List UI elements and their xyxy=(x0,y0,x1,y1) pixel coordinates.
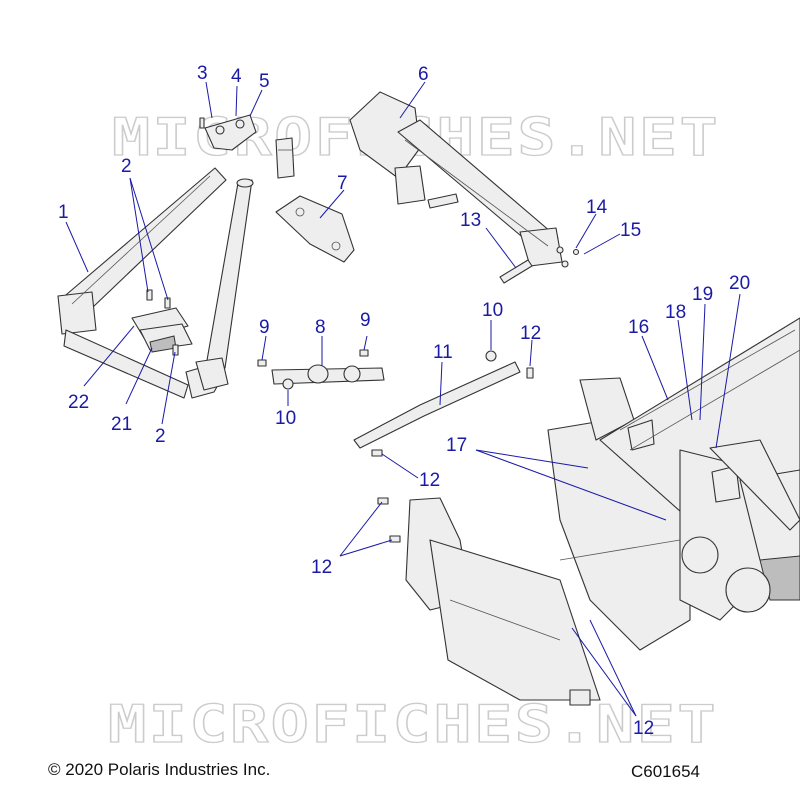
callout-17: 17 xyxy=(446,435,467,456)
callout-20: 20 xyxy=(729,273,750,294)
callout-10-left: 10 xyxy=(275,408,296,429)
part-right-vertical-tube xyxy=(195,178,254,391)
callout-3: 3 xyxy=(197,63,208,84)
part-11-link-bar xyxy=(353,361,521,449)
part-9-10-hardware xyxy=(257,349,497,390)
callouts: 1 2 2 3 4 5 6 7 8 9 9 10 10 11 12 12 12 … xyxy=(58,63,750,739)
callout-5: 5 xyxy=(259,71,270,92)
callout-13: 13 xyxy=(460,210,481,231)
part-12-bolts xyxy=(371,367,534,543)
callout-22: 22 xyxy=(68,392,89,413)
watermark-bottom: MICROFICHES.NET xyxy=(108,695,718,755)
callout-2-top: 2 xyxy=(121,156,132,177)
callout-18: 18 xyxy=(665,302,686,323)
leader-lines xyxy=(65,81,741,717)
callout-4: 4 xyxy=(231,66,242,87)
small-bracket xyxy=(427,193,459,209)
part-21-22-plates xyxy=(131,307,193,353)
callout-10-right: 10 xyxy=(482,300,503,321)
callout-14: 14 xyxy=(586,197,608,218)
part-14-15-nuts xyxy=(556,246,580,268)
callout-21: 21 xyxy=(111,414,132,435)
callout-12-d: 12 xyxy=(633,718,654,739)
callout-12-b: 12 xyxy=(419,470,440,491)
part-6-upper-frame xyxy=(349,91,563,267)
callout-12-a: 12 xyxy=(520,323,541,344)
callout-7: 7 xyxy=(337,173,348,194)
diagram-code: C601654 xyxy=(631,762,700,781)
callout-9-left: 9 xyxy=(259,317,270,338)
callout-6: 6 xyxy=(418,64,429,85)
callout-19: 19 xyxy=(692,284,713,305)
callout-11: 11 xyxy=(433,342,453,363)
callout-2-bottom: 2 xyxy=(155,426,166,447)
part-8-tie-rod xyxy=(271,364,385,385)
callout-12-c: 12 xyxy=(311,557,332,578)
callout-8: 8 xyxy=(315,317,326,338)
part-3-4-5-bracket xyxy=(199,114,257,151)
main-chassis xyxy=(405,317,800,706)
copyright-notice: © 2020 Polaris Industries Inc. xyxy=(48,760,270,779)
part-7-plate-bracket xyxy=(275,195,355,263)
part-1-left-tube-frame xyxy=(57,167,227,399)
part-13-rod xyxy=(499,259,533,284)
callout-1: 1 xyxy=(58,202,69,223)
small-clip xyxy=(275,137,295,179)
callout-15: 15 xyxy=(620,220,641,241)
callout-16: 16 xyxy=(628,317,649,338)
callout-9-right: 9 xyxy=(360,310,371,331)
